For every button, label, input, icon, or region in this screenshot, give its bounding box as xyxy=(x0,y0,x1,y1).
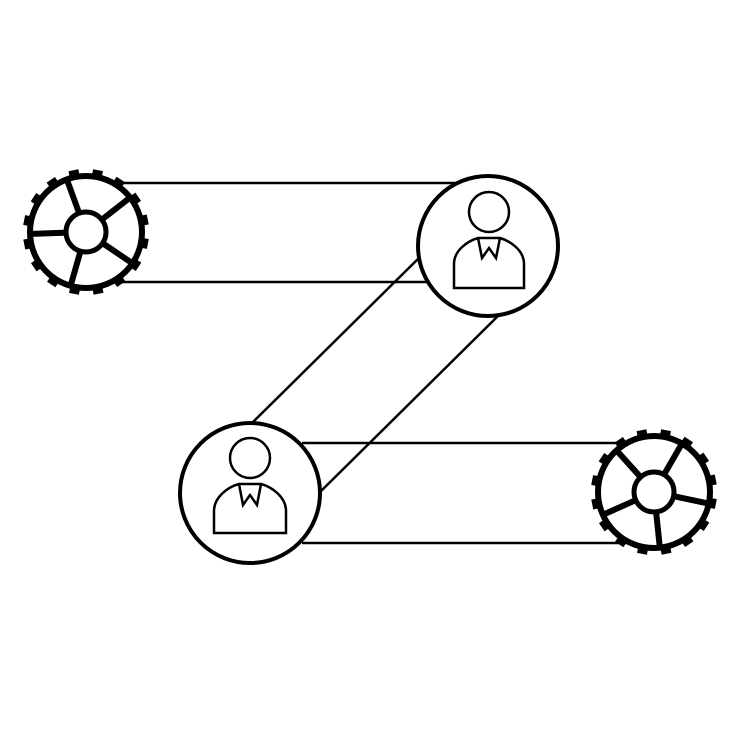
gear-icon xyxy=(591,429,717,555)
person-head xyxy=(228,436,272,480)
person-collar xyxy=(476,237,502,262)
person-icon xyxy=(416,174,560,318)
belt-gear-to-person-top xyxy=(86,181,488,284)
belt-left-diagonal xyxy=(249,256,421,426)
person-body xyxy=(452,236,526,290)
belt-person-to-gear-bottom xyxy=(302,441,654,545)
person-collar xyxy=(237,483,263,509)
belt-person-to-person xyxy=(249,256,499,495)
belt-right-diagonal xyxy=(317,315,499,495)
person-head xyxy=(467,190,511,234)
gear-icon xyxy=(23,169,149,295)
person-icon xyxy=(178,421,322,565)
person-body xyxy=(212,482,288,535)
